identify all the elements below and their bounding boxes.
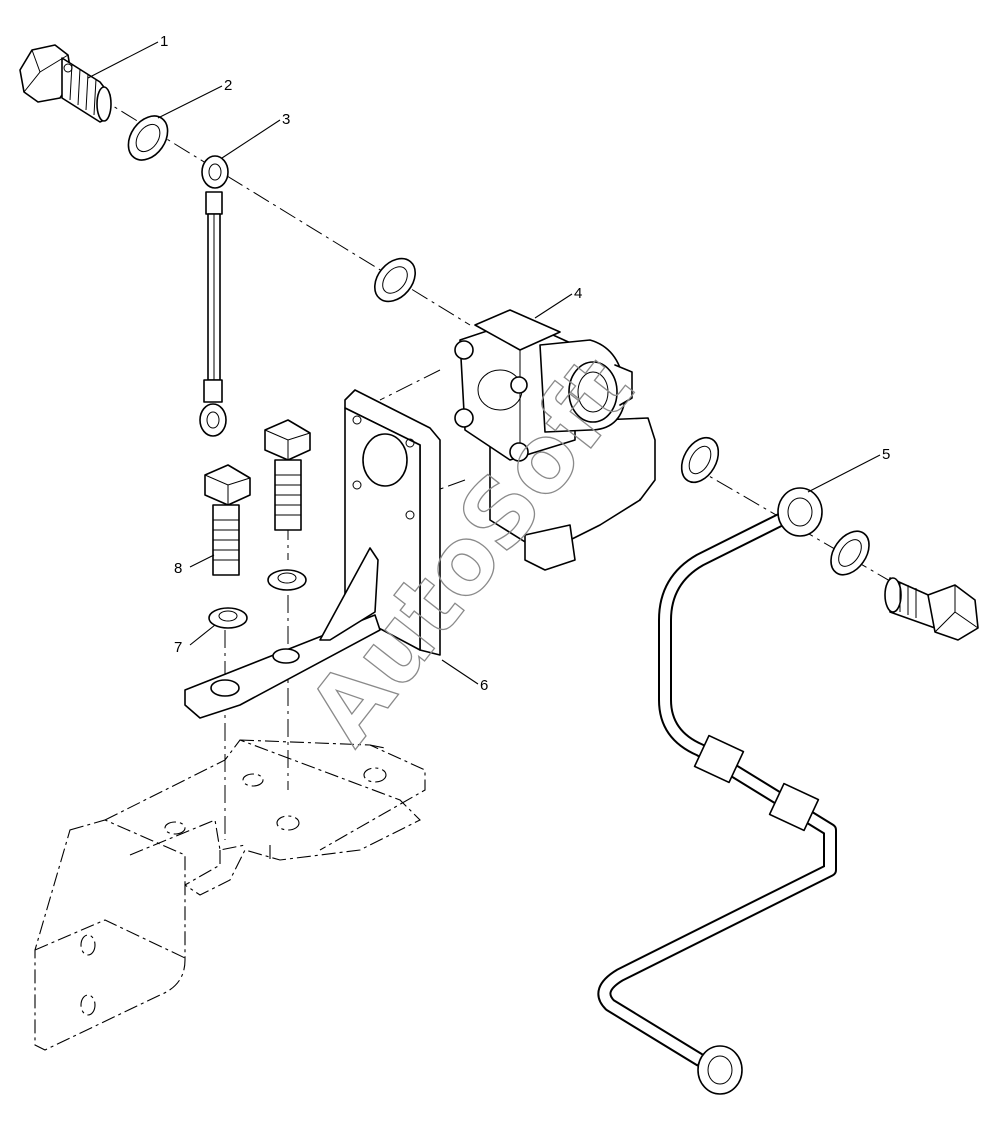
lock-washer-left	[208, 607, 248, 629]
oil-pipe-long	[597, 487, 837, 1095]
leader-lines	[87, 41, 881, 685]
valve-assembly	[454, 309, 656, 571]
callout-3: 3	[282, 111, 290, 128]
oil-pipe-small	[199, 155, 229, 437]
sealing-washer-right	[830, 530, 870, 576]
callout-1: 1	[160, 33, 168, 50]
mounting-bracket	[184, 389, 441, 719]
callout-6: 6	[480, 677, 488, 694]
hex-bolt-left	[204, 464, 251, 576]
sealing-washer-top	[127, 115, 169, 161]
callout-8: 8	[174, 560, 182, 577]
callout-2: 2	[224, 77, 232, 94]
sealing-washer-middle	[374, 257, 416, 303]
banjo-bolt-right	[884, 577, 979, 641]
banjo-bolt-top	[19, 44, 112, 123]
callout-5: 5	[882, 446, 890, 463]
callout-7: 7	[174, 639, 182, 656]
sealing-washer-valve	[680, 436, 720, 484]
lock-washer-right	[267, 569, 307, 591]
callout-numbers: 1 2 3 4 5 6 7 8	[160, 33, 890, 694]
callout-4: 4	[574, 285, 582, 302]
hex-bolt-right	[264, 419, 311, 531]
mounting-frame-ghost	[34, 739, 426, 1051]
